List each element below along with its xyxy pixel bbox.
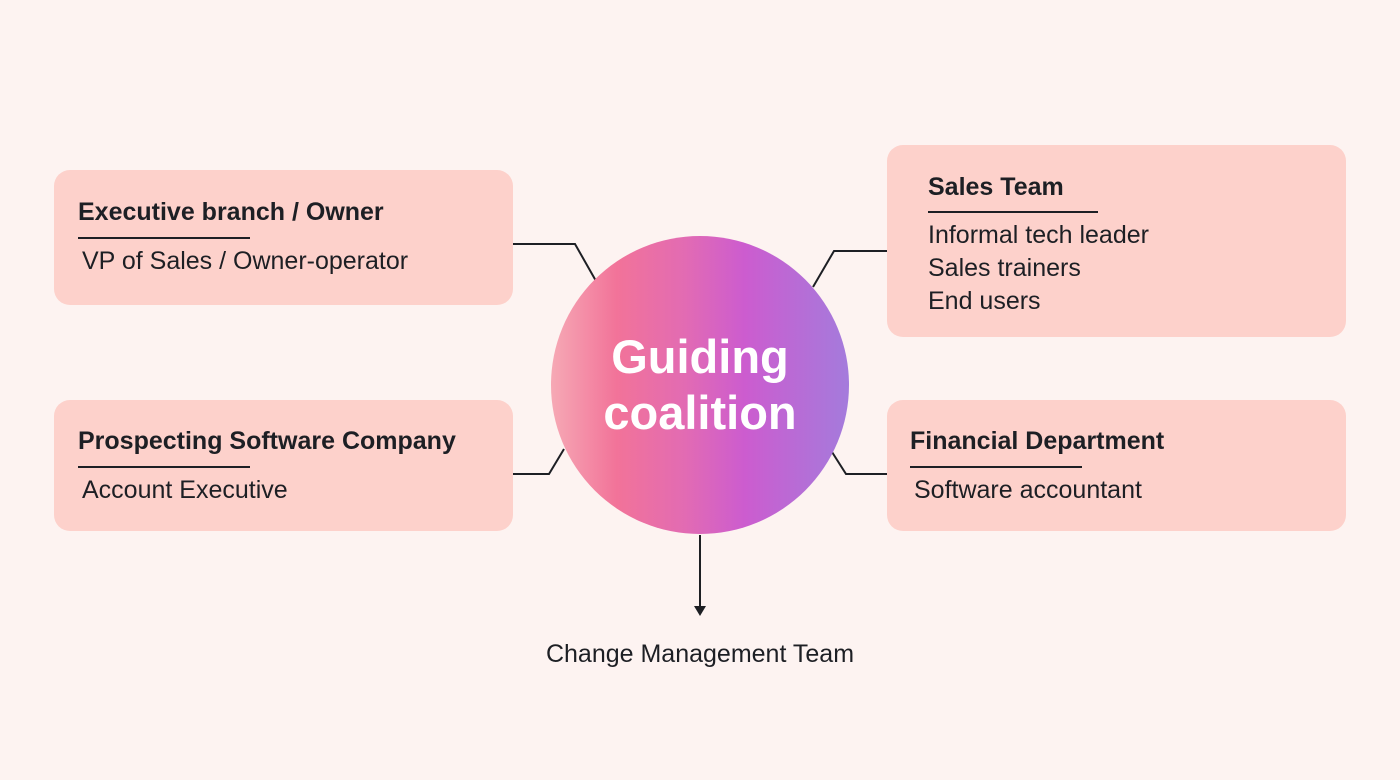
group-title: Prospecting Software Company: [78, 427, 456, 455]
group-items: Account Executive: [82, 474, 288, 507]
connector-sales: [812, 250, 887, 288]
group-title: Sales Team: [928, 173, 1064, 201]
group-items: Software accountant: [914, 474, 1142, 507]
list-item: End users: [928, 287, 1041, 315]
center-title-line1: Guiding: [611, 330, 789, 383]
group-sales: Sales Team Informal tech leader Sales tr…: [887, 145, 1346, 337]
connector-financial: [831, 451, 887, 475]
list-item: Account Executive: [82, 476, 288, 504]
divider: [78, 466, 250, 468]
list-item: Sales trainers: [928, 254, 1081, 282]
group-prospecting: Prospecting Software Company Account Exe…: [54, 400, 513, 531]
center-node: Guiding coalition: [551, 236, 849, 534]
divider: [910, 466, 1082, 468]
group-items: VP of Sales / Owner-operator: [82, 245, 408, 278]
divider: [78, 237, 250, 239]
list-item: Software accountant: [914, 476, 1142, 504]
group-title: Executive branch / Owner: [78, 198, 384, 226]
list-item: Informal tech leader: [928, 221, 1149, 249]
center-title-line2: coalition: [603, 386, 797, 439]
group-financial: Financial Department Software accountant: [887, 400, 1346, 531]
list-item: VP of Sales / Owner-operator: [82, 247, 409, 275]
output-label: Change Management Team: [545, 640, 855, 668]
divider: [928, 211, 1098, 213]
connector-prospecting: [513, 448, 565, 475]
connector-executive: [513, 243, 597, 282]
group-executive: Executive branch / Owner VP of Sales / O…: [54, 170, 513, 305]
group-items: Informal tech leader Sales trainers End …: [928, 219, 1149, 318]
group-title: Financial Department: [910, 427, 1165, 455]
arrow-head-icon: [694, 606, 706, 616]
